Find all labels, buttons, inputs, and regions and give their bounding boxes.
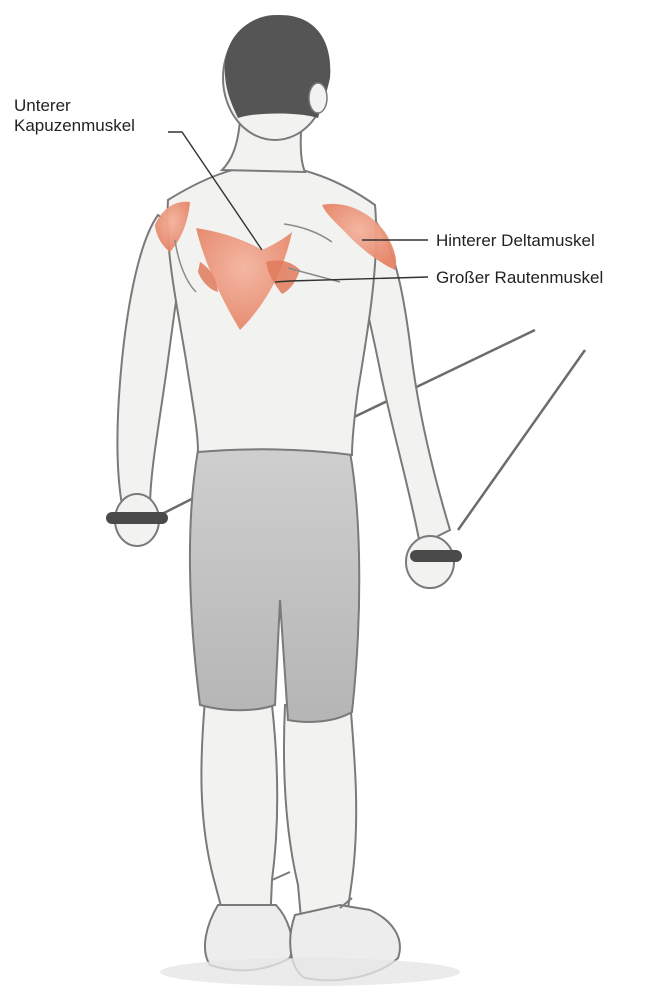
ear <box>309 83 327 113</box>
cable-right-upper <box>458 350 585 530</box>
label-lower-trapezius: Unterer Kapuzenmuskel <box>14 96 135 136</box>
left-leg <box>201 700 277 925</box>
label-rhomboid: Großer Rautenmuskel <box>436 268 603 288</box>
right-handle <box>410 550 462 562</box>
label-lower-trapezius-line2: Kapuzenmuskel <box>14 116 135 136</box>
label-rear-deltoid: Hinterer Deltamuskel <box>436 231 595 251</box>
floor-shadow <box>160 958 460 986</box>
shorts <box>190 446 359 721</box>
label-lower-trapezius-line1: Unterer <box>14 96 135 116</box>
right-leg <box>284 700 356 930</box>
left-handle <box>106 512 168 524</box>
